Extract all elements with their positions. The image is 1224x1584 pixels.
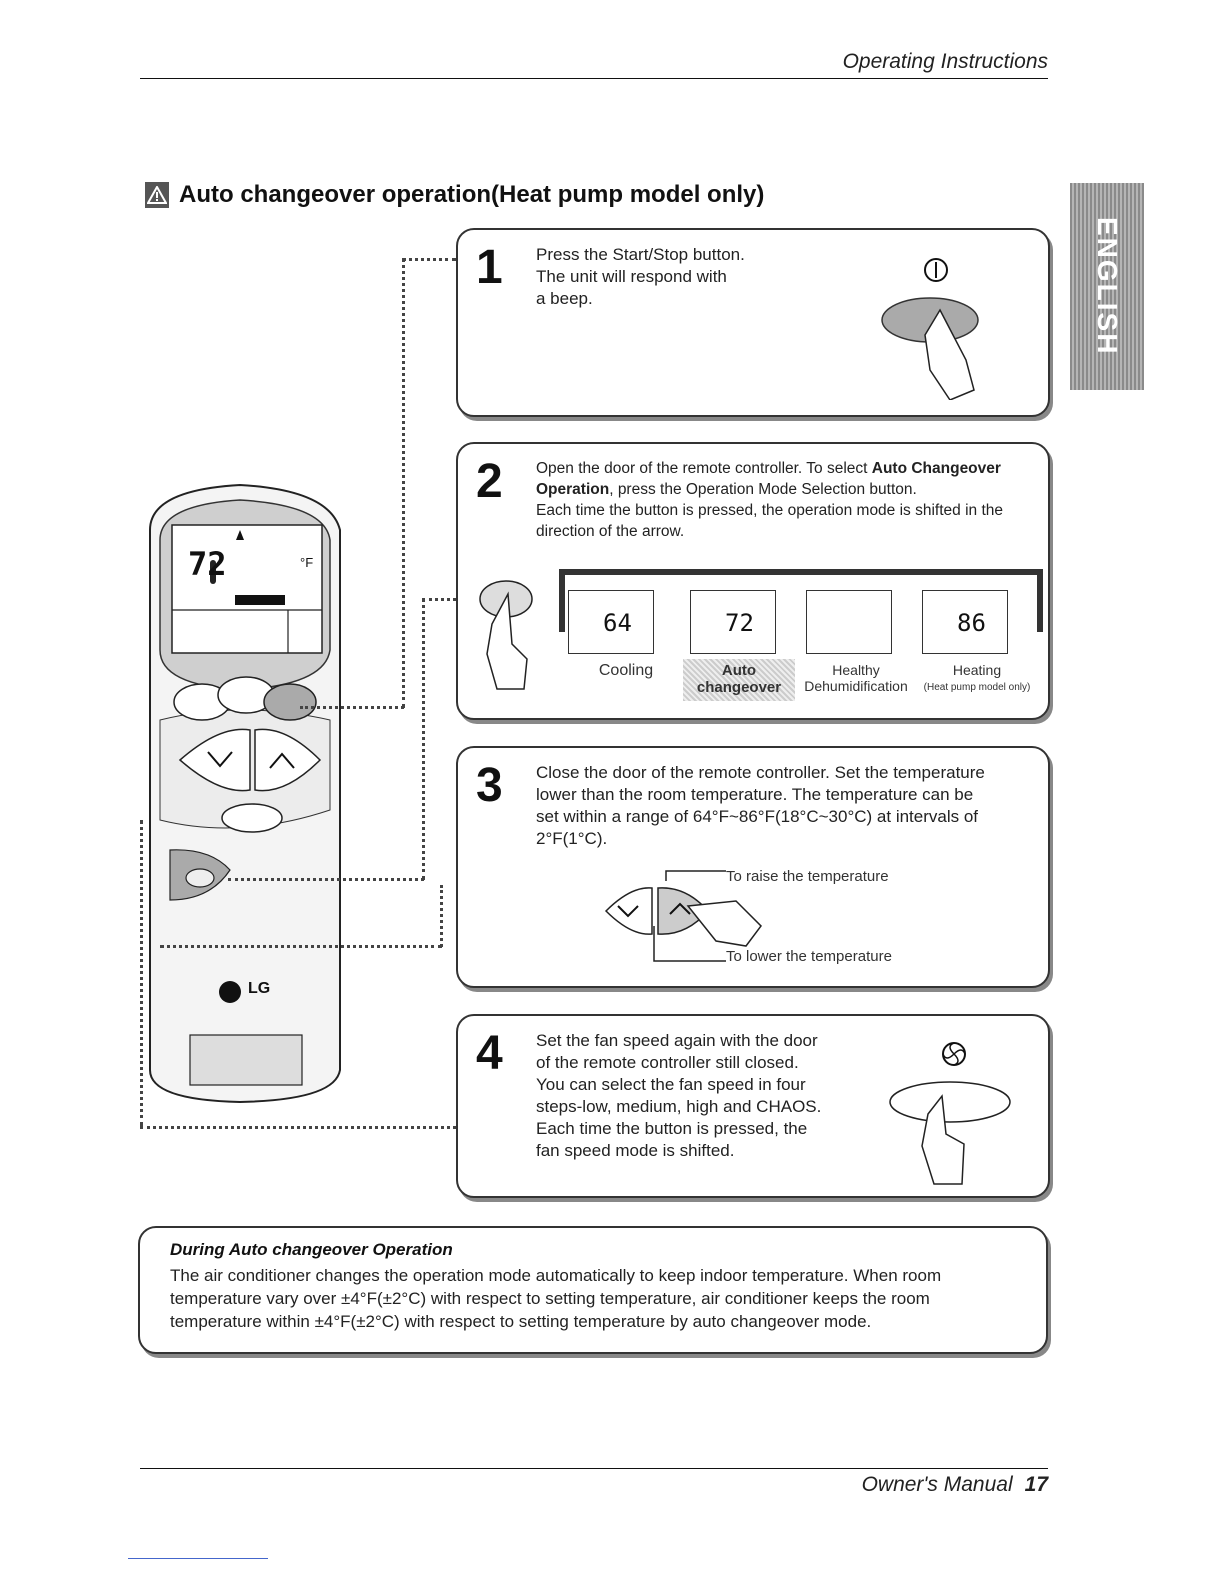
leader-line <box>422 598 456 601</box>
mode-display-auto: 72 <box>690 590 776 654</box>
step-number: 4 <box>476 1027 503 1080</box>
mode-temp: 86 <box>957 609 986 637</box>
start-stop-button-icon <box>881 258 979 400</box>
language-tab: ENGLISH <box>1070 183 1144 390</box>
step-line: The unit will respond with <box>536 267 727 286</box>
step-line: Set the fan speed again with the door <box>536 1031 818 1050</box>
page-number: 17 <box>1024 1473 1048 1496</box>
language-tab-label: ENGLISH <box>1092 217 1123 356</box>
step-line: of the remote controller still closed. <box>536 1053 799 1072</box>
step-line: fan speed mode is shifted. <box>536 1141 735 1160</box>
mode-display-heating: 86 <box>922 590 1008 654</box>
step-line: Close the door of the remote controller.… <box>536 763 985 782</box>
step-number: 3 <box>476 759 503 812</box>
header-section-title: Operating Instructions <box>842 50 1048 73</box>
step-3-text: Close the door of the remote controller.… <box>536 762 1036 850</box>
step-line: You can select the fan speed in four <box>536 1075 806 1094</box>
step-1-box: 1 Press the Start/Stop button. The unit … <box>456 228 1050 417</box>
step-line: Press the Start/Stop button. <box>536 245 745 264</box>
leader-line <box>422 598 425 880</box>
step-line: lower than the room temperature. The tem… <box>536 785 974 804</box>
step-emphasis: Operation <box>536 481 610 498</box>
mode-label-cooling: Cooling <box>598 662 654 679</box>
note-title: During Auto changeover Operation <box>170 1240 453 1259</box>
warning-icon <box>145 182 169 208</box>
remote-controller-illustration <box>149 483 341 1104</box>
bottom-link-underline <box>128 1558 268 1559</box>
leader-line <box>300 706 404 709</box>
auto-changeover-note: During Auto changeover Operation The air… <box>138 1226 1048 1354</box>
step-line: set within a range of 64°F~86°F(18°C~30°… <box>536 807 979 826</box>
step-line: a beep. <box>536 289 593 308</box>
temperature-buttons-icon <box>604 870 762 962</box>
mode-label-heating: Heating <box>952 662 1002 678</box>
leader-line <box>140 1126 456 1129</box>
step-line: Open the door of the remote controller. … <box>536 460 872 477</box>
step-1-text: Press the Start/Stop button. The unit wi… <box>536 244 745 310</box>
footer-manual-title: Owner's Manual <box>861 1473 1013 1496</box>
note-line: The air conditioner changes the operatio… <box>170 1266 942 1285</box>
fan-speed-button-icon <box>889 1042 1011 1185</box>
mode-label-dehumidification: Healthy Dehumidification <box>804 662 908 694</box>
step-3-box: 3 Close the door of the remote controlle… <box>456 746 1050 988</box>
step-4-box: 4 Set the fan speed again with the door … <box>456 1014 1050 1198</box>
mode-label-heating-note: (Heat pump model only) <box>923 682 1031 693</box>
leader-line <box>228 878 424 881</box>
leader-line <box>402 258 456 261</box>
step-line: 2°F(1°C). <box>536 829 608 848</box>
step-line: Each time the button is pressed, the <box>536 1119 808 1138</box>
auto-mode-highlight <box>683 659 795 701</box>
step-line: Each time the button is pressed, the ope… <box>536 502 1003 519</box>
remote-display-temp: 72 <box>188 545 227 583</box>
mode-display-cooling: 64 <box>568 590 654 654</box>
step-number: 2 <box>476 455 503 508</box>
mode-temp: 64 <box>603 609 632 637</box>
leader-line <box>160 945 442 948</box>
step-line: direction of the arrow. <box>536 523 685 540</box>
remote-display-unit: °F <box>300 555 314 570</box>
header-rule <box>140 78 1048 79</box>
step-emphasis: Auto Changeover <box>871 460 1001 477</box>
remote-brand-logo: LG <box>248 980 271 997</box>
note-text: The air conditioner changes the operatio… <box>170 1264 1050 1333</box>
note-line: temperature within ±4°F(±2°C) with respe… <box>170 1312 872 1331</box>
footer: Owner's Manual 17 <box>862 1473 1048 1497</box>
page-title: Auto changeover operation(Heat pump mode… <box>145 181 764 209</box>
lower-temperature-label: To lower the temperature <box>726 948 892 965</box>
leader-line <box>140 820 143 1126</box>
leader-line <box>402 258 405 708</box>
mode-label-auto: Auto changeover <box>696 662 782 696</box>
mode-temp: 72 <box>725 609 754 637</box>
mode-button-icon <box>479 580 533 690</box>
raise-temperature-label: To raise the temperature <box>726 868 889 885</box>
footer-rule <box>140 1468 1048 1469</box>
note-line: temperature vary over ±4°F(±2°C) with re… <box>170 1289 930 1308</box>
leader-line <box>440 885 443 947</box>
mode-sequence-frame <box>559 569 1043 632</box>
step-line: steps-low, medium, high and CHAOS. <box>536 1097 822 1116</box>
mode-display-dehumidification <box>806 590 892 654</box>
step-2-text: Open the door of the remote controller. … <box>536 458 1036 542</box>
step-number: 1 <box>476 241 503 294</box>
step-4-text: Set the fan speed again with the door of… <box>536 1030 821 1162</box>
step-line: , press the Operation Mode Selection but… <box>609 481 917 498</box>
title-text: Auto changeover operation(Heat pump mode… <box>179 181 765 208</box>
